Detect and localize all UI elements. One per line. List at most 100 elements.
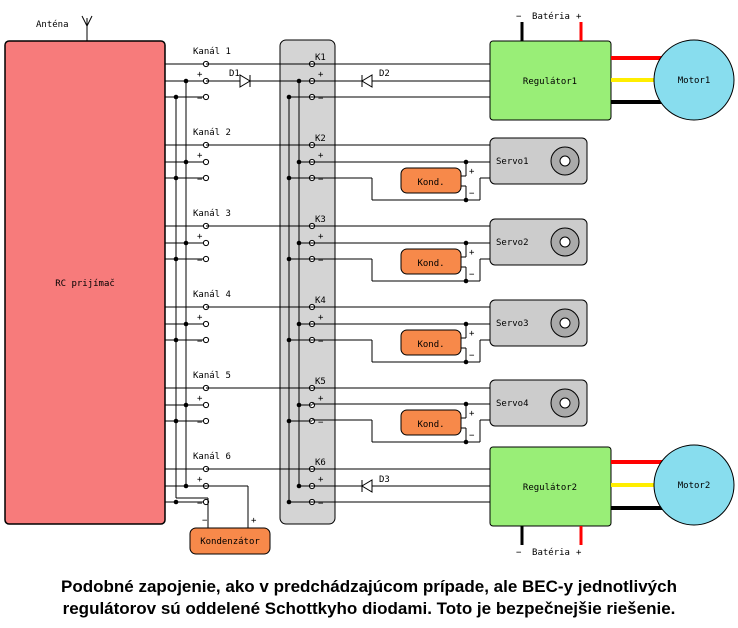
motor2-label: Motor2 bbox=[678, 481, 711, 491]
channel-label: Kanál 1 bbox=[193, 47, 231, 57]
diode-d2-label: D2 bbox=[379, 69, 390, 79]
junction-dot bbox=[173, 94, 179, 100]
diode-d1-icon bbox=[239, 74, 251, 88]
cap-minus-label: − bbox=[469, 189, 475, 199]
junction-dot bbox=[183, 402, 189, 408]
pin-plus-label: + bbox=[197, 232, 203, 242]
pin-plus-label: + bbox=[318, 70, 324, 80]
pin bbox=[202, 498, 210, 506]
servo-capacitor-label: Kond. bbox=[417, 340, 444, 350]
pin-minus-label: − bbox=[197, 337, 203, 347]
junction-dot bbox=[183, 321, 189, 327]
caption-line-1: Podobné zapojenie, ako v predchádzajúcom… bbox=[61, 577, 677, 596]
cap-plus-label: + bbox=[469, 409, 475, 419]
main-capacitor-label: Kondenzátor bbox=[200, 537, 260, 547]
pin-minus-label: − bbox=[197, 499, 203, 509]
junction-dot bbox=[296, 78, 302, 84]
junction-dot bbox=[463, 197, 469, 203]
channel-label: Kanál 6 bbox=[193, 452, 231, 462]
pin bbox=[202, 93, 210, 101]
servo-capacitor-label: Kond. bbox=[417, 420, 444, 430]
servo-hub-icon bbox=[559, 397, 571, 409]
pin-plus-label: + bbox=[318, 313, 324, 323]
pin bbox=[202, 239, 210, 247]
pin-plus-label: + bbox=[197, 151, 203, 161]
motor1-icon bbox=[653, 39, 735, 121]
junction-dot bbox=[463, 321, 469, 327]
channel-labels: Kanál 1 K1 + − + − Kanál 2 K2 + − + − Kanál 3 K3 + − + − K… bbox=[193, 47, 326, 509]
battery-bottom-minus: − bbox=[516, 548, 522, 558]
antenna-icon bbox=[81, 15, 93, 41]
junction-dot bbox=[463, 401, 469, 407]
battery-top-plus: + bbox=[576, 12, 582, 22]
diode-d2-icon bbox=[361, 74, 373, 88]
regulator1-label: Regulátor1 bbox=[523, 77, 577, 87]
pin-minus-label: − bbox=[197, 175, 203, 185]
pin bbox=[202, 401, 210, 409]
pin-plus-label: + bbox=[318, 394, 324, 404]
connector-label: K6 bbox=[315, 458, 326, 468]
wiring-diagram: RC prijímač Anténa Kanál 1K1+−+−Kanál 2K… bbox=[4, 11, 735, 558]
pin-minus-label: − bbox=[197, 256, 203, 266]
servo-capacitor-label: Kond. bbox=[417, 178, 444, 188]
pin-plus-label: + bbox=[197, 394, 203, 404]
servo-capacitor-label: Kond. bbox=[417, 259, 444, 269]
connector-label: K3 bbox=[315, 215, 326, 225]
cap-minus-label: − bbox=[469, 270, 475, 280]
cap-plus-label: + bbox=[469, 248, 475, 258]
pin-minus-label: − bbox=[318, 418, 324, 428]
junction-dot bbox=[173, 175, 179, 181]
servo-label: Servo1 bbox=[496, 157, 529, 167]
servo-capacitor-box bbox=[400, 329, 462, 356]
channel-label: Kanál 3 bbox=[193, 209, 231, 219]
servo-hub-icon bbox=[559, 236, 571, 248]
motor2-icon bbox=[653, 444, 735, 526]
junction-dot bbox=[463, 159, 469, 165]
junction-dot bbox=[183, 78, 189, 84]
pin-plus-label: + bbox=[197, 313, 203, 323]
servo-label: Servo2 bbox=[496, 238, 529, 248]
battery-top-minus: − bbox=[516, 12, 522, 22]
cap-minus-label: − bbox=[469, 431, 475, 441]
motor1-label: Motor1 bbox=[678, 76, 711, 86]
pin-minus-label: − bbox=[197, 94, 203, 104]
pin-minus-label: − bbox=[318, 256, 324, 266]
cap-plus-label: + bbox=[469, 167, 475, 177]
servo-hub-icon bbox=[559, 317, 571, 329]
servo-capacitor-box bbox=[400, 248, 462, 275]
pin-plus-label: + bbox=[197, 70, 203, 80]
pin-minus-label: − bbox=[318, 499, 324, 509]
pin-minus-label: − bbox=[318, 94, 324, 104]
junction-dot bbox=[173, 337, 179, 343]
junction-dot bbox=[173, 499, 179, 505]
channel-label: Kanál 2 bbox=[193, 128, 231, 138]
main-capacitor-box bbox=[189, 527, 271, 555]
pin bbox=[202, 255, 210, 263]
pin-minus-label: − bbox=[318, 175, 324, 185]
diode-d3-label: D3 bbox=[379, 475, 390, 485]
cap-plus-label: + bbox=[469, 329, 475, 339]
junction-dot bbox=[463, 240, 469, 246]
junction-dot bbox=[183, 240, 189, 246]
connector-label: K5 bbox=[315, 377, 326, 387]
servo-label: Servo3 bbox=[496, 319, 529, 329]
junction-dot bbox=[173, 418, 179, 424]
pin bbox=[202, 320, 210, 328]
servo-capacitor-box bbox=[400, 167, 462, 194]
junction-dot bbox=[463, 359, 469, 365]
pin-plus-label: + bbox=[197, 475, 203, 485]
channel-label: Kanál 5 bbox=[193, 371, 231, 381]
junction-dot bbox=[183, 159, 189, 165]
pin bbox=[202, 174, 210, 182]
cap-minus-label: − bbox=[469, 351, 475, 361]
pin-minus-label: − bbox=[197, 418, 203, 428]
servo-capacitor-box bbox=[400, 409, 462, 436]
rc-receiver bbox=[4, 40, 166, 525]
servos: Servo1Kond.+−Servo2Kond.+−Servo3Kond.+−S… bbox=[400, 137, 588, 441]
main-cap-minus: − bbox=[202, 516, 208, 526]
battery-bottom-label: Batéria bbox=[532, 547, 570, 558]
connector-label: K1 bbox=[315, 53, 326, 63]
battery-top-label: Batéria bbox=[532, 11, 570, 22]
battery-bottom-plus: + bbox=[576, 548, 582, 558]
connector-label: K2 bbox=[315, 134, 326, 144]
